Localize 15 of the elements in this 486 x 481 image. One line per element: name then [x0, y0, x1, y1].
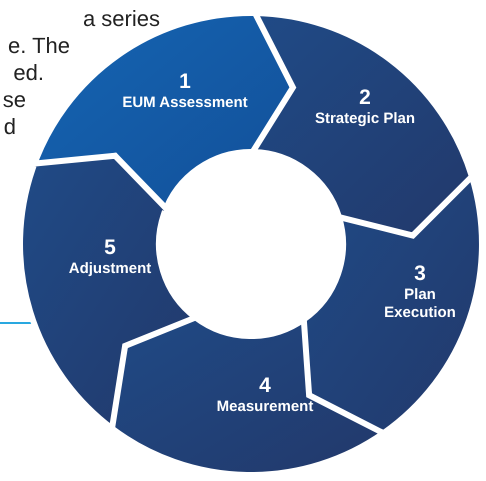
step-label: Adjustment	[68, 260, 152, 278]
step-label: Strategic Plan	[314, 110, 416, 128]
paragraph-text: ed.	[12, 60, 44, 86]
step-number: 5	[104, 236, 116, 260]
step-label: Plan Execution	[383, 286, 457, 322]
step-label: Measurement	[216, 398, 314, 416]
step-label: EUM Assessment	[122, 94, 248, 112]
step-number: 3	[414, 262, 426, 286]
step-number: 2	[359, 86, 371, 110]
step-number: 4	[259, 374, 271, 398]
paragraph-text: e. The	[7, 33, 70, 59]
step-number: 1	[179, 70, 191, 94]
paragraph-text: a series	[82, 6, 160, 32]
paragraph-text: se	[2, 87, 26, 113]
paragraph-text: d	[2, 114, 16, 140]
